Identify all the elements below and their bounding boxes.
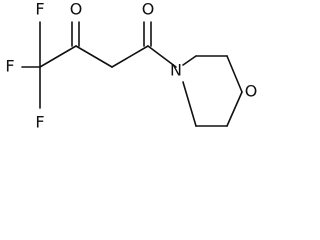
bond-c2-c3 bbox=[75, 45, 113, 68]
bond-n-upper-left bbox=[182, 55, 197, 66]
bond-ring-upper-right bbox=[226, 55, 243, 93]
bond-c4-n bbox=[147, 45, 177, 68]
fluorine-bottom-label: F bbox=[35, 113, 44, 132]
structure-svg: F F F O O N O bbox=[5, 0, 258, 132]
fluorine-top-label: F bbox=[35, 0, 44, 19]
morpholine-nitrogen-label: N bbox=[170, 61, 182, 80]
chemical-structure-drawing: F F F O O N O bbox=[0, 0, 258, 134]
bond-c1-c2 bbox=[39, 45, 77, 68]
amide-oxygen-label: O bbox=[142, 0, 155, 19]
morpholine-oxygen-label: O bbox=[245, 82, 258, 101]
ketone-oxygen-label: O bbox=[70, 0, 83, 19]
fluorine-left-label: F bbox=[5, 57, 14, 76]
bond-n-lower-left bbox=[182, 81, 197, 127]
bond-c3-c4 bbox=[111, 45, 149, 68]
bond-ring-lower-right bbox=[226, 91, 243, 127]
